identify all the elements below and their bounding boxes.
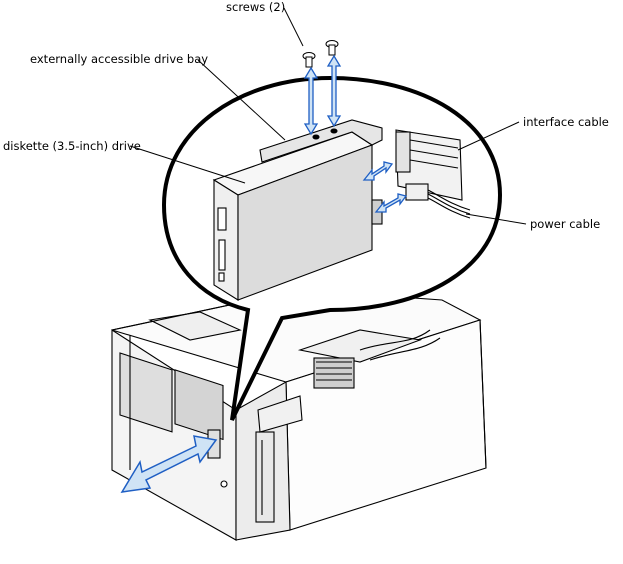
leader-lines — [129, 7, 527, 225]
interface-cable — [395, 129, 463, 201]
arrow-interface-cable — [362, 161, 394, 181]
diskette-drive — [212, 119, 383, 301]
power-cable — [405, 183, 471, 219]
label-power-cable: power cable — [530, 217, 601, 231]
label-screws: screws (2) — [226, 0, 286, 14]
arrow-power-cable — [374, 193, 408, 213]
server-chassis — [111, 289, 487, 541]
label-interface-cable: interface cable — [523, 115, 609, 129]
screw-icon — [302, 40, 339, 68]
arrow-screws — [303, 54, 342, 136]
label-externally-accessible-drive-bay: externally accessible drive bay — [30, 52, 209, 66]
label-diskette-drive: diskette (3.5-inch) drive — [3, 139, 141, 153]
arrow-drive-insert — [120, 435, 218, 493]
